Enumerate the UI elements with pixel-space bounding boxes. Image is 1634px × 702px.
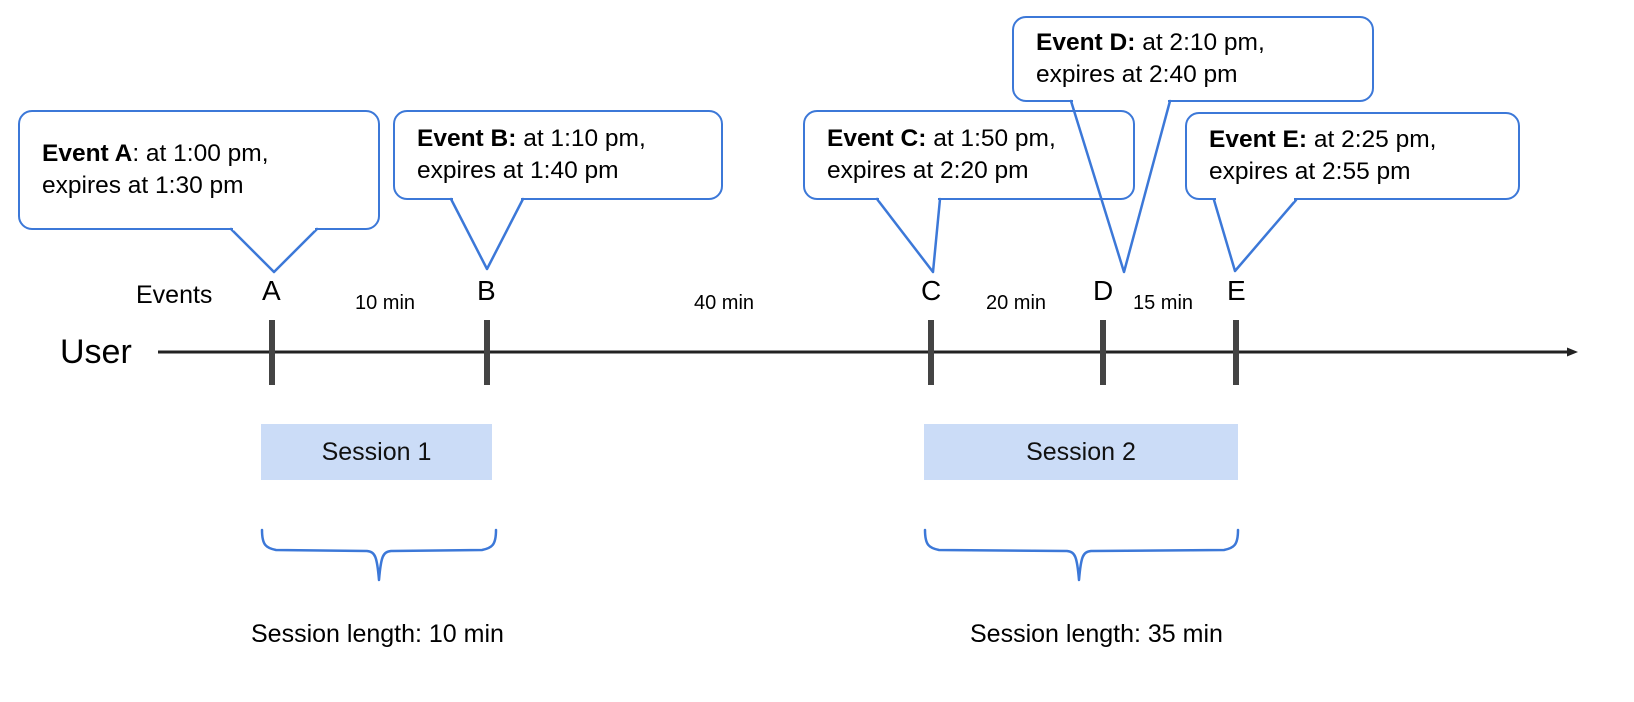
callout-event-b[interactable]: Event B: at 1:10 pm, expires at 1:40 pm xyxy=(393,110,723,200)
tail-mask xyxy=(233,98,1294,231)
callout-event-e[interactable]: Event E: at 2:25 pm, expires at 2:55 pm xyxy=(1185,112,1520,200)
event-letter-b: B xyxy=(477,275,496,306)
session-length-label-1: Session length: 10 min xyxy=(251,620,504,648)
callout-event-d-text: Event D: at 2:10 pm, expires at 2:40 pm xyxy=(1014,27,1265,91)
interval-label-d-e: 15 min xyxy=(1133,292,1194,314)
callout-event-d-title: Event D: xyxy=(1036,29,1136,57)
interval-label-b-c: 40 min xyxy=(694,292,755,314)
events-label: Events xyxy=(136,281,213,309)
callout-tail-a xyxy=(229,227,319,274)
callout-event-a[interactable]: Event A: at 1:00 pm, expires at 1:30 pm xyxy=(18,110,380,230)
session-bar-2-label: Session 2 xyxy=(1026,437,1136,466)
callout-event-e-detail: at 2:25 pm, expires at 2:55 pm xyxy=(1209,126,1437,185)
axis-row-label: User xyxy=(60,333,132,371)
callout-event-d-detail: at 2:10 pm, expires at 2:40 pm xyxy=(1036,29,1265,88)
callout-event-a-title: Event A xyxy=(42,140,133,168)
interval-label-a-b: 10 min xyxy=(355,292,416,314)
callout-event-d[interactable]: Event D: at 2:10 pm, expires at 2:40 pm xyxy=(1012,16,1374,102)
callout-event-b-detail: at 1:10 pm, expires at 1:40 pm xyxy=(417,125,646,184)
brace-session-2 xyxy=(923,528,1240,582)
callout-tails xyxy=(229,99,1298,274)
callout-event-c-text: Event C: at 1:50 pm, expires at 2:20 pm xyxy=(805,123,1056,187)
callout-event-b-text: Event B: at 1:10 pm, expires at 1:40 pm xyxy=(395,123,646,187)
session-bar-2[interactable]: Session 2 xyxy=(924,424,1238,480)
callout-tail-d xyxy=(1069,99,1172,274)
event-letter-c: C xyxy=(921,275,942,306)
callout-event-e-title: Event E: xyxy=(1209,126,1308,154)
callout-event-c-detail: at 1:50 pm, expires at 2:20 pm xyxy=(827,125,1056,184)
session-bar-1-label: Session 1 xyxy=(321,437,432,466)
event-letter-a: A xyxy=(262,275,281,306)
callout-event-b-title: Event B: xyxy=(417,125,517,153)
event-ticks xyxy=(269,320,1239,385)
callout-event-c[interactable]: Event C: at 1:50 pm, expires at 2:20 pm xyxy=(803,110,1135,200)
callout-event-a-detail: : at 1:00 pm, expires at 1:30 pm xyxy=(42,140,269,199)
callout-tail-e xyxy=(1212,198,1298,273)
callout-event-a-text: Event A: at 1:00 pm, expires at 1:30 pm xyxy=(20,138,269,202)
callout-event-c-title: Event C: xyxy=(827,125,927,153)
session-length-label-2: Session length: 35 min xyxy=(970,620,1223,648)
callout-tail-c xyxy=(875,197,942,274)
event-letter-e: E xyxy=(1227,275,1246,306)
interval-label-c-d: 20 min xyxy=(986,292,1047,314)
callout-event-e-text: Event E: at 2:25 pm, expires at 2:55 pm xyxy=(1187,124,1436,188)
session-bar-1[interactable]: Session 1 xyxy=(261,424,492,480)
brace-session-1 xyxy=(260,528,498,582)
event-letter-d: D xyxy=(1093,275,1114,306)
callout-tail-b xyxy=(449,197,525,271)
